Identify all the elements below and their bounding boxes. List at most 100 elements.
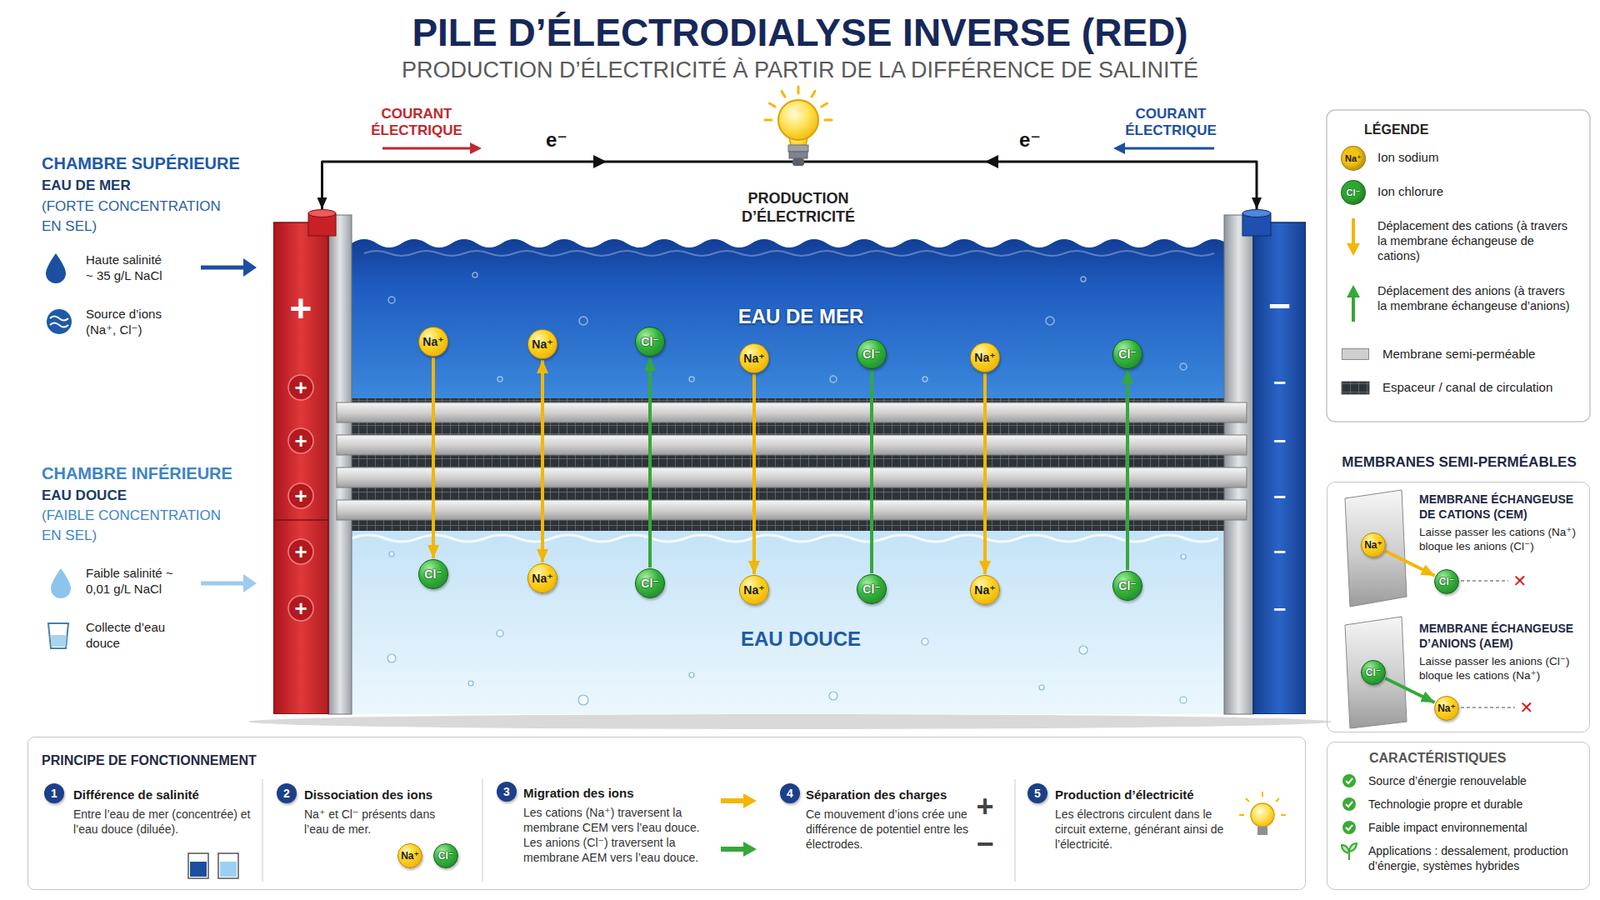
node-heading: Différence de salinité bbox=[73, 787, 259, 804]
text-label: e⁻ bbox=[545, 130, 568, 150]
left-icons bbox=[48, 623, 69, 649]
ion-symbol: Cl⁻ bbox=[640, 335, 659, 348]
ion-circle: Na⁺ bbox=[418, 326, 449, 357]
red-stack bbox=[248, 215, 1332, 730]
red-stack bbox=[351, 239, 1227, 399]
text-label: EAU DE MER bbox=[41, 176, 131, 195]
electrode-shape bbox=[1242, 210, 1271, 218]
node-heading: − bbox=[1268, 286, 1291, 325]
red-stack bbox=[921, 638, 929, 645]
principle-art bbox=[261, 779, 264, 882]
text-label: (FORTE CONCENTRATION EN SEL) bbox=[41, 196, 238, 237]
text-label: CHAMBRE INFÉRIEURE bbox=[41, 463, 233, 485]
principle-art bbox=[743, 793, 757, 809]
ion-circle: Na⁺ bbox=[1360, 532, 1386, 558]
legend-text: Ion sodium bbox=[1377, 150, 1439, 166]
principle-art bbox=[1261, 791, 1264, 797]
ion-circle: Na⁺ bbox=[1434, 695, 1460, 721]
red-stack bbox=[387, 654, 396, 663]
light-bulb bbox=[769, 103, 775, 107]
characteristics-icons bbox=[1345, 801, 1353, 807]
electrode-shape bbox=[273, 222, 329, 715]
red-stack bbox=[248, 714, 1332, 730]
red-stack bbox=[472, 272, 478, 278]
red-stack bbox=[388, 272, 1187, 383]
step-column: Production d’électricitéLes électrons ci… bbox=[1025, 780, 1301, 885]
step-number: 4 bbox=[780, 783, 800, 804]
text-label: Source d’ions (Na⁺, Cl⁻) bbox=[85, 306, 176, 339]
ion-circle: Cl⁻ bbox=[635, 326, 665, 357]
step-number-text: 1 bbox=[50, 787, 58, 800]
left-icons bbox=[50, 635, 67, 647]
red-stack bbox=[388, 296, 395, 304]
principle-art bbox=[1257, 826, 1268, 835]
principle-art bbox=[27, 736, 1306, 890]
ion-circle: Cl⁻ bbox=[635, 568, 665, 599]
red-stack bbox=[830, 375, 837, 383]
node-heading: PRINCIPE DE FONCTIONNEMENT bbox=[41, 752, 257, 770]
node-text: − bbox=[1273, 540, 1286, 563]
text-label: Collecte d’eau douce bbox=[85, 620, 176, 652]
current-arrows bbox=[470, 142, 482, 155]
legend-text: Déplacement des cations (à travers la me… bbox=[1377, 218, 1574, 264]
principle-art bbox=[1239, 814, 1245, 816]
left-icons bbox=[243, 258, 257, 277]
ion-migration-arrow bbox=[1385, 550, 1435, 576]
ion-circle: Na⁺ bbox=[739, 343, 770, 374]
step-number: 1 bbox=[44, 783, 65, 804]
principle-art bbox=[1239, 791, 1286, 815]
node-text: MEMBRANE ÉCHANGEUSE DE CATIONS (CEM) bbox=[1419, 492, 1583, 522]
ion-migration-arrow bbox=[983, 373, 987, 575]
ion-circle: Cl⁻ bbox=[418, 559, 449, 590]
legend-swatch bbox=[1341, 348, 1370, 360]
ion-symbol: Cl⁻ bbox=[1365, 667, 1381, 678]
node-text: + bbox=[294, 540, 307, 563]
step-number-text: 4 bbox=[786, 787, 794, 800]
ion-symbol: Na⁺ bbox=[743, 352, 765, 365]
red-stack bbox=[1224, 215, 1254, 715]
text-label: LÉGENDE bbox=[1364, 121, 1429, 139]
legend-text: Espaceur / canal de circulation bbox=[1382, 380, 1553, 396]
ion-symbol: Na⁺ bbox=[1437, 703, 1456, 714]
electrode-shape bbox=[288, 375, 314, 400]
membrane-panel-art bbox=[1345, 490, 1407, 607]
ion-circle: Na⁺ bbox=[527, 329, 558, 360]
legend-text: Membrane semi-perméable bbox=[1382, 346, 1535, 363]
electrode-shape bbox=[273, 519, 329, 521]
characteristics-icons bbox=[1345, 778, 1353, 784]
ion-circle: Cl⁻ bbox=[856, 339, 887, 370]
left-icons bbox=[46, 309, 72, 335]
ion-circle: Na⁺ bbox=[397, 843, 423, 869]
ion-circle: Cl⁻ bbox=[1112, 339, 1143, 370]
ion-circle: Cl⁻ bbox=[433, 843, 459, 869]
step-column: Différence de salinitéEntre l’eau de mer… bbox=[42, 780, 261, 885]
step-number-text: 3 bbox=[503, 785, 510, 798]
node-heading: Dissociation des ions bbox=[304, 787, 475, 804]
text-label: PRODUCTION D’ÉLECTRICITÉ À PARTIR DE LA … bbox=[0, 56, 1600, 84]
red-stack bbox=[1080, 276, 1086, 282]
text-label: + bbox=[975, 791, 994, 822]
principle-art bbox=[188, 853, 209, 879]
ion-symbol: Cl⁻ bbox=[862, 583, 880, 595]
principle-art bbox=[27, 736, 1306, 890]
red-stack bbox=[1180, 554, 1186, 560]
node-heading: EAU DOUCE bbox=[740, 626, 861, 652]
node-text: Technologie propre et durable bbox=[1368, 797, 1581, 813]
red-stack bbox=[336, 402, 1247, 520]
legend-text: Ion chlorure bbox=[1377, 184, 1444, 200]
red-stack bbox=[336, 500, 1247, 520]
electrode-shape bbox=[288, 483, 314, 509]
red-stack bbox=[328, 215, 352, 715]
legend-panel bbox=[1326, 110, 1590, 422]
electrode-shape bbox=[288, 539, 314, 565]
characteristics-icons bbox=[1342, 774, 1356, 788]
legend-panel bbox=[1351, 218, 1355, 245]
red-stack bbox=[922, 376, 928, 382]
node-text: Laisse passer les cations (Na⁺) bloque l… bbox=[1419, 525, 1583, 555]
ion-circle: Na⁺ bbox=[527, 563, 558, 594]
red-stack bbox=[351, 530, 1225, 715]
left-icons bbox=[50, 568, 71, 599]
ion-circle: Cl⁻ bbox=[1360, 660, 1386, 685]
current-arrows bbox=[382, 147, 472, 150]
left-icons bbox=[200, 265, 245, 270]
